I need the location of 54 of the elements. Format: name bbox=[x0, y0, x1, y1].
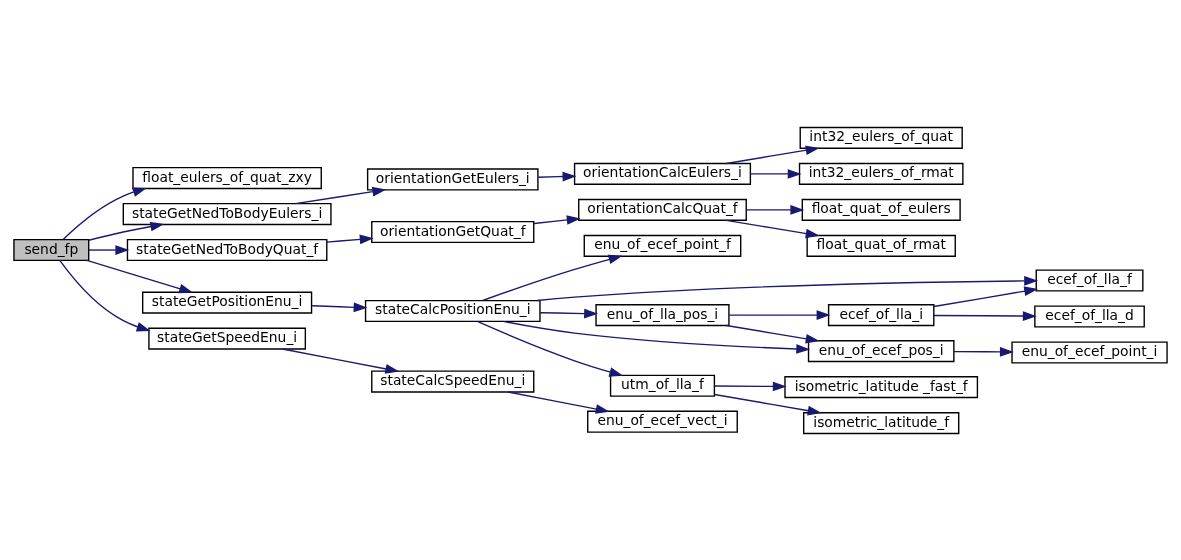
arrow bbox=[281, 347, 400, 374]
node-box: utm_of_lla_f bbox=[609, 374, 716, 397]
arrow bbox=[326, 234, 374, 244]
arrow bbox=[749, 168, 802, 179]
node-box: send_fp bbox=[13, 238, 90, 261]
arrow bbox=[539, 308, 598, 318]
node-box: enu_of_ecef_point_i bbox=[1011, 340, 1168, 364]
node-box: orientationGetQuat_f bbox=[371, 220, 535, 243]
node-box: orientationCalcQuat_f bbox=[578, 198, 747, 221]
node-box: enu_of_ecef_pos_i bbox=[807, 339, 955, 362]
arrow bbox=[311, 301, 368, 312]
node-box: float_quat_of_rmat bbox=[806, 234, 956, 257]
arrow bbox=[59, 259, 151, 331]
node-box: stateGetSpeedEnu_i bbox=[148, 327, 307, 350]
arrow bbox=[536, 275, 1039, 301]
node-box: stateCalcSpeedEnu_i bbox=[371, 370, 535, 393]
node-box: float_quat_of_eulers bbox=[801, 198, 961, 221]
node-box: stateCalcPositionEnu_i bbox=[364, 299, 541, 322]
node-box: isometric_latitude _fast_f bbox=[784, 375, 979, 398]
arrow bbox=[537, 171, 577, 181]
node-box: enu_of_ecef_point_f bbox=[583, 234, 742, 257]
arrow bbox=[933, 310, 1037, 321]
arrow bbox=[88, 244, 130, 255]
arrow bbox=[533, 214, 581, 225]
node-box: stateGetNedToBodyQuat_f bbox=[126, 238, 328, 261]
arrow bbox=[713, 381, 787, 391]
node-box: enu_of_lla_pos_i bbox=[595, 303, 730, 326]
arrow bbox=[725, 144, 820, 164]
node-box: stateGetNedToBodyEulers_i bbox=[122, 202, 332, 225]
arrow bbox=[62, 186, 147, 240]
arrow bbox=[476, 320, 624, 377]
arrow bbox=[713, 393, 822, 415]
node-box: ecef_of_lla_d bbox=[1034, 304, 1145, 328]
arrow bbox=[746, 204, 805, 215]
node-box: float_eulers_of_quat_zxy bbox=[132, 166, 322, 189]
arrow bbox=[502, 320, 811, 354]
arrow bbox=[86, 259, 194, 293]
arrow bbox=[953, 346, 1014, 357]
arrow bbox=[507, 390, 610, 414]
node-box: ecef_of_lla_i bbox=[827, 303, 935, 326]
arrow bbox=[482, 254, 623, 301]
node-box: orientationCalcEulers_i bbox=[573, 162, 752, 185]
arrow bbox=[933, 285, 1039, 307]
node-box: int32_eulers_of_quat bbox=[799, 126, 963, 149]
node-box: int32_eulers_of_rmat bbox=[798, 162, 964, 185]
arrow bbox=[725, 324, 820, 344]
node-box: isometric_latitude_f bbox=[803, 411, 960, 434]
arrow bbox=[725, 219, 820, 238]
arrow bbox=[728, 309, 831, 320]
arrow bbox=[88, 221, 165, 241]
node-box: enu_of_ecef_vect_i bbox=[587, 410, 738, 433]
node-box: orientationGetEulers_i bbox=[366, 167, 539, 190]
node-box: ecef_of_lla_f bbox=[1035, 268, 1144, 292]
node-box: stateGetPositionEnu_i bbox=[142, 291, 313, 314]
